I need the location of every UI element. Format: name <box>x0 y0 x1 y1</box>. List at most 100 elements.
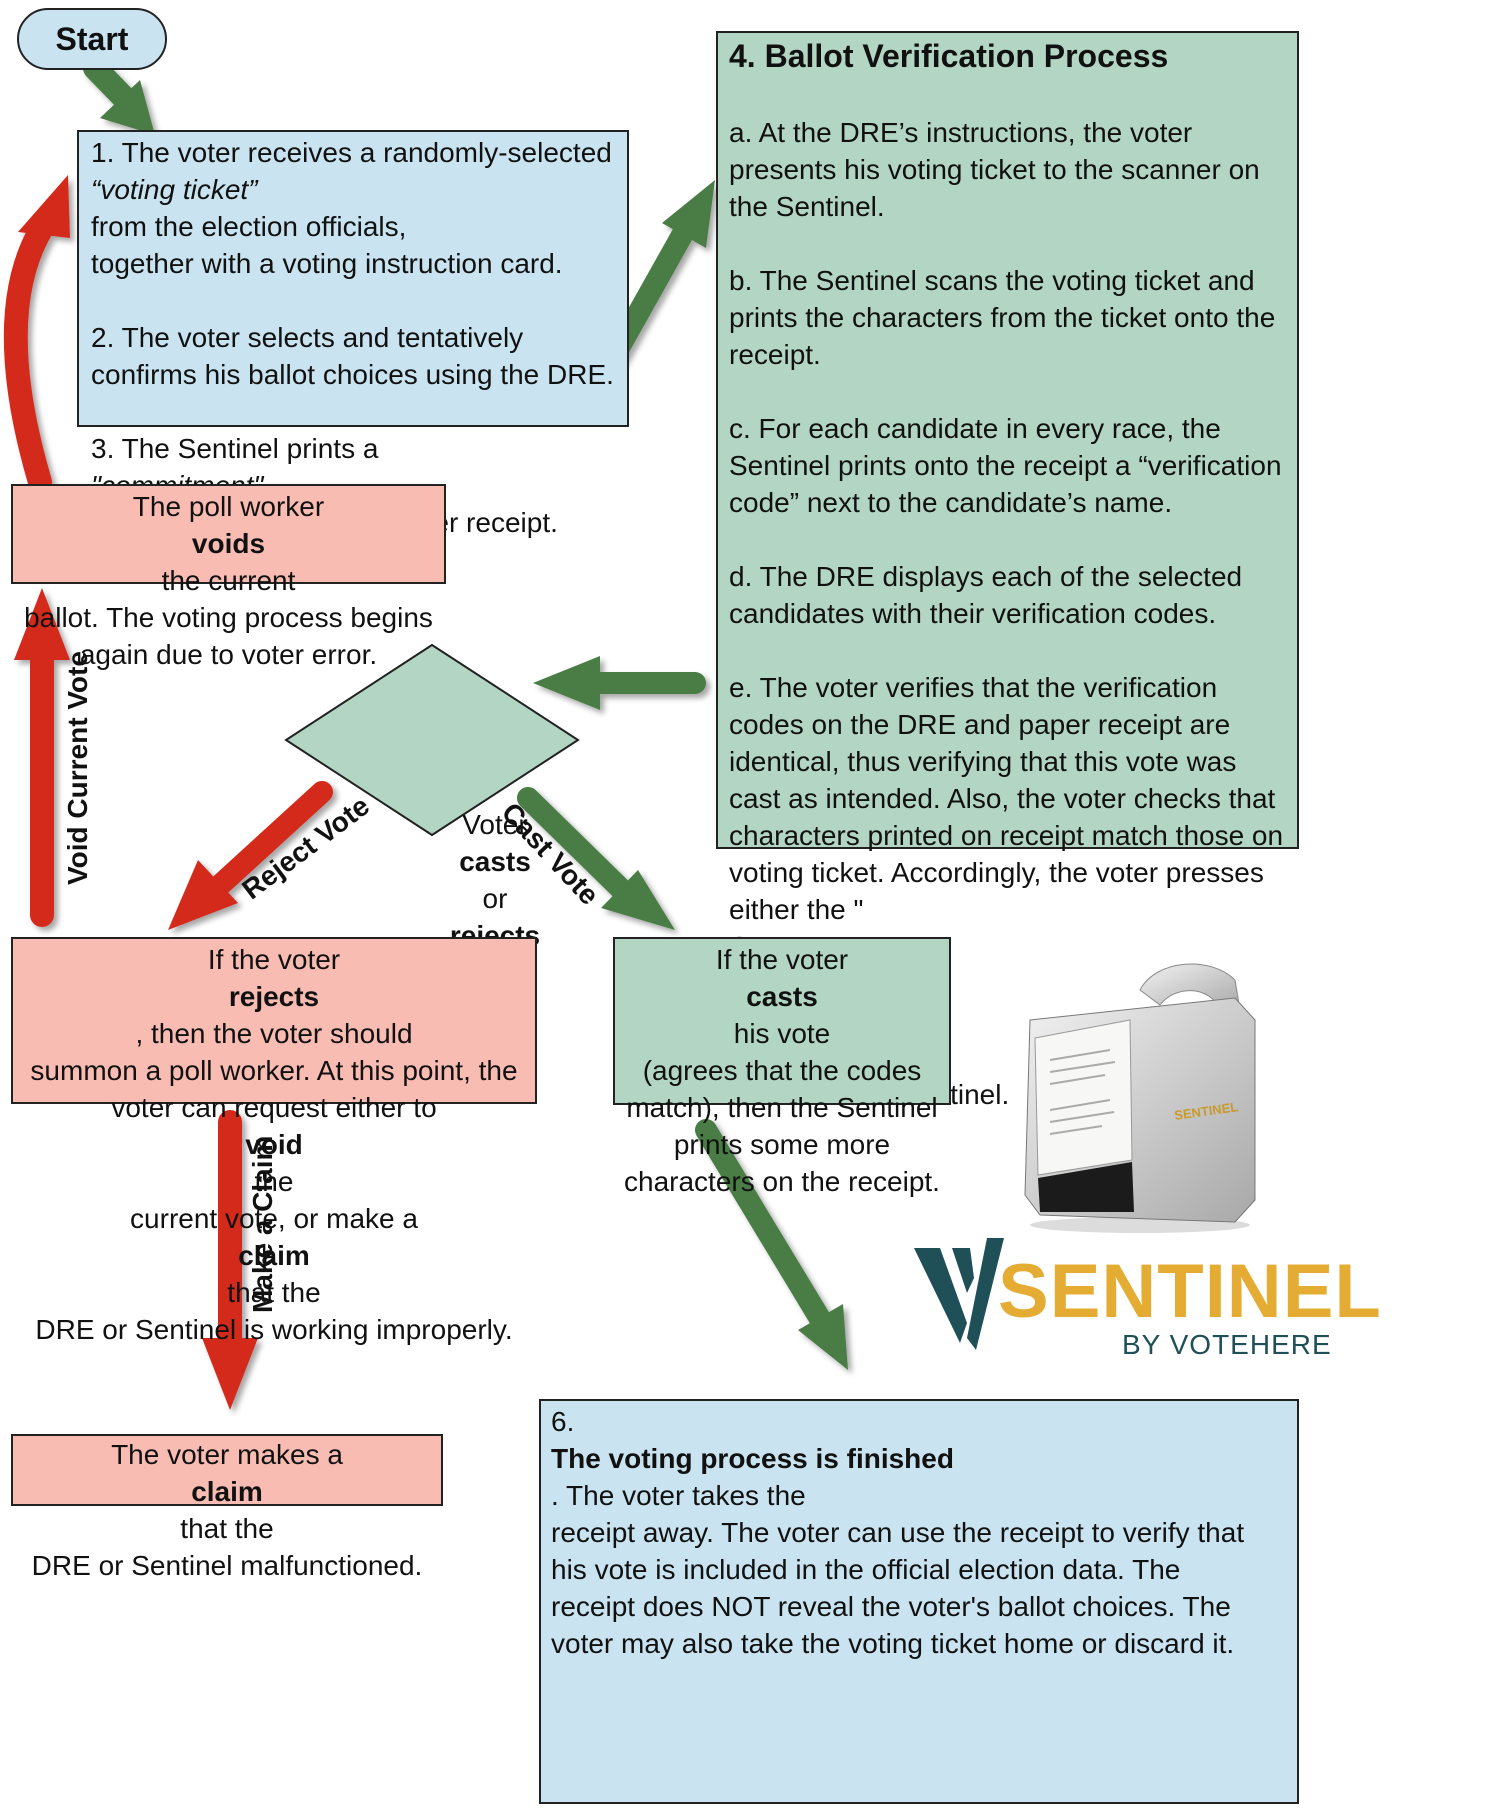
text-line: “voting ticket” from the election offici… <box>91 171 627 245</box>
text-segment: code” next to the candidate’s name. <box>729 487 1173 518</box>
text-segment: DRE or Sentinel is working improperly. <box>35 1314 513 1345</box>
text-line: match), then the Sentinel <box>615 1089 949 1126</box>
text-segment: the Sentinel. <box>729 191 885 222</box>
text-segment: , then the voter should <box>135 1018 413 1049</box>
step4-box: 4. Ballot Verification Process a. At the… <box>716 31 1299 1110</box>
text-line: code” next to the candidate’s name. <box>729 484 1297 521</box>
text-segment: from the election officials, <box>91 211 407 242</box>
text-line: identical, thus verifying that this vote… <box>729 743 1297 780</box>
text-line: characters printed on receipt match thos… <box>729 817 1297 854</box>
text-segment: claim <box>191 1476 263 1507</box>
arrow-step4-to-decision-head <box>533 656 600 710</box>
text-segment: confirms his ballot choices using the DR… <box>91 359 614 390</box>
arrow-cast-to-finish <box>695 1119 833 1333</box>
text-line: d. The DRE displays each of the selected <box>729 558 1297 595</box>
sentinel-logo <box>914 1238 1004 1350</box>
edge-label-make-a-claim: Make a Claim <box>247 1135 278 1313</box>
text-line: current vote, or make a claim that the <box>13 1200 535 1311</box>
blank-line <box>729 77 1297 114</box>
blank-line <box>729 373 1297 410</box>
text-line: together with a voting instruction card. <box>91 245 627 282</box>
text-segment: 3. The Sentinel prints a <box>91 433 379 464</box>
blank-line <box>729 632 1297 669</box>
text-line: voter may also take the voting ticket ho… <box>551 1625 1297 1662</box>
text-segment: that the <box>180 1513 274 1544</box>
text-line: Voter casts or <box>345 806 645 917</box>
text-segment: Sentinel prints onto the receipt a “veri… <box>729 450 1282 481</box>
text-segment: presents his voting ticket to the scanne… <box>729 154 1260 185</box>
text-segment: The voter makes a <box>111 1439 343 1470</box>
text-line: codes on the DRE and paper receipt are <box>729 706 1297 743</box>
blank-line <box>91 393 627 430</box>
text-segment: claim <box>238 1240 310 1271</box>
text-line: DRE or Sentinel is working improperly. <box>13 1311 535 1348</box>
text-line: a. At the DRE’s instructions, the voter <box>729 114 1297 151</box>
text-line: Sentinel prints onto the receipt a “veri… <box>729 447 1297 484</box>
text-line: b. The Sentinel scans the voting ticket … <box>729 262 1297 299</box>
decision-diamond <box>284 643 580 837</box>
text-line: (agrees that the codes <box>615 1052 949 1089</box>
arrow-reject-to-void-head <box>14 588 70 660</box>
text-segment: . The voter takes the <box>551 1480 806 1511</box>
text-line: summon a poll worker. At this point, the <box>13 1052 535 1089</box>
text-line: DRE or Sentinel malfunctioned. <box>13 1547 441 1584</box>
text-segment: a. At the DRE’s instructions, the voter <box>729 117 1193 148</box>
text-segment: the current <box>161 565 296 596</box>
edge-label-void-current-vote: Void Current Vote <box>62 651 93 885</box>
text-line: 1. The voter receives a randomly-selecte… <box>91 134 627 171</box>
text-segment: characters printed on receipt match thos… <box>729 820 1284 851</box>
text-segment: casts <box>746 981 818 1012</box>
sentinel-logo-wordmark: SENTINEL <box>998 1249 1382 1334</box>
sentinel-logo-tagline: BY VOTEHERE <box>1122 1329 1332 1360</box>
text-segment: c. For each candidate in every race, the <box>729 413 1221 444</box>
arrow-void-to-step1-head <box>18 175 70 238</box>
text-segment: match), then the Sentinel <box>626 1092 938 1123</box>
text-segment: rejects <box>228 981 320 1012</box>
text-segment: current vote, or make a <box>130 1203 418 1234</box>
text-line: candidates with their verification codes… <box>729 595 1297 632</box>
text-line: The voter makes a claim that the <box>13 1436 441 1547</box>
text-segment: identical, thus verifying that this vote… <box>729 746 1237 777</box>
step1-3-box: 1. The voter receives a randomly-selecte… <box>77 130 629 538</box>
text-segment: or <box>482 883 508 914</box>
text-line: again due to voter error. <box>13 636 444 673</box>
text-segment: Voter <box>462 809 528 840</box>
text-segment: voter can request either to <box>111 1092 437 1123</box>
text-segment: characters on the receipt. <box>624 1166 940 1197</box>
text-line: confirms his ballot choices using the DR… <box>91 356 627 393</box>
text-segment: prints the characters from the ticket on… <box>729 302 1276 333</box>
text-segment: either the " <box>729 894 864 925</box>
text-line: voting ticket. Accordingly, the voter pr… <box>729 854 1297 891</box>
sentinel-checkmark-icon <box>914 1238 1004 1350</box>
text-segment: b. The Sentinel scans the voting ticket … <box>729 265 1255 296</box>
text-segment: the <box>254 1166 294 1197</box>
text-segment: d. The DRE displays each of the selected <box>729 561 1243 592</box>
blank-line <box>91 282 627 319</box>
cast-box: If the voter casts his vote(agrees that … <box>613 937 951 1197</box>
start-label: Start <box>55 20 129 57</box>
text-line: prints the characters from the ticket on… <box>729 299 1297 336</box>
text-segment: codes on the DRE and paper receipt are <box>729 709 1231 740</box>
text-segment: e. The voter verifies that the verificat… <box>729 672 1218 703</box>
blank-line <box>729 521 1297 558</box>
text-line: presents his voting ticket to the scanne… <box>729 151 1297 188</box>
text-line: characters on the receipt. <box>615 1163 949 1200</box>
text-line: receipt. <box>729 336 1297 373</box>
text-line: receipt away. The voter can use the rece… <box>551 1514 1297 1551</box>
arrow-reject-to-claim-head <box>202 1338 258 1410</box>
text-segment: 2. The voter selects and tentatively <box>91 322 524 353</box>
text-segment: 1. The voter receives a randomly-selecte… <box>91 137 612 168</box>
text-segment: If the voter <box>715 944 849 975</box>
arrow-start-to-step1-head <box>100 80 155 135</box>
arrow-decision-to-cast-head <box>601 870 675 930</box>
text-segment: prints some more <box>673 1129 891 1160</box>
blank-line <box>729 225 1297 262</box>
text-segment: receipt. <box>729 339 821 370</box>
text-segment: If the voter <box>207 944 341 975</box>
sentinel-device-image: SENTINEL <box>1024 963 1256 1233</box>
text-segment: together with a voting instruction card. <box>91 248 563 279</box>
text-segment: candidates with their verification codes… <box>729 598 1217 629</box>
text-segment: again due to voter error. <box>79 639 378 670</box>
text-segment: (agrees that the codes <box>642 1055 922 1086</box>
